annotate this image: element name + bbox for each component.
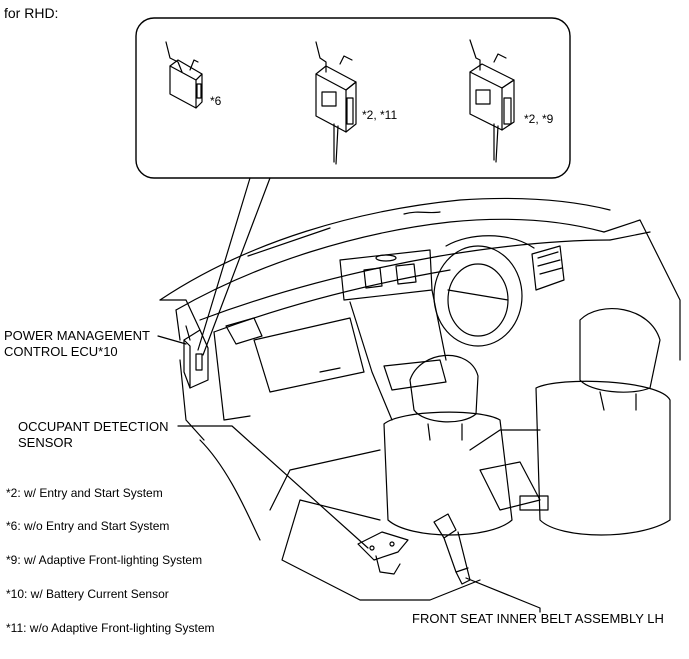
ecu-variant-2-11-label: *2, *11	[362, 108, 398, 122]
right-seat-drawing	[469, 307, 671, 536]
ecu-variant-2-9-label: *2, *9	[524, 112, 554, 126]
leader-belt	[465, 577, 541, 613]
occupant-sensor-label-line1: OCCUPANT DETECTION	[18, 419, 169, 434]
variant-heading: for RHD:	[4, 5, 59, 21]
power-mgmt-label-line2: CONTROL ECU*10	[4, 344, 118, 359]
ecu-variant-2-11-drawing	[315, 41, 357, 165]
ecu-variant-6-label: *6	[210, 94, 222, 108]
leader-power-mgmt	[157, 335, 187, 345]
power-mgmt-label-line1: POWER MANAGEMENT	[4, 328, 150, 343]
ecu-variant-2-9-drawing	[469, 39, 515, 163]
occupant-sensor-drawing	[357, 531, 409, 575]
note-10: *10: w/ Battery Current Sensor	[6, 587, 169, 601]
note-9: *9: w/ Adaptive Front-lighting System	[6, 553, 203, 567]
power-management-ecu-drawing	[183, 325, 209, 389]
belt-assembly-label: FRONT SEAT INNER BELT ASSEMBLY LH	[412, 611, 664, 626]
leader-occupant	[177, 425, 369, 549]
ecu-variant-6-drawing	[165, 41, 203, 109]
belt-buckle-drawing	[433, 513, 471, 585]
note-2: *2: w/ Entry and Start System	[6, 486, 163, 500]
occupant-sensor-label-line2: SENSOR	[18, 435, 73, 450]
note-11: *11: w/o Adaptive Front-lighting System	[6, 621, 215, 635]
left-seat-drawing	[269, 354, 513, 601]
note-6: *6: w/o Entry and Start System	[6, 519, 170, 533]
callout-box	[135, 17, 571, 179]
